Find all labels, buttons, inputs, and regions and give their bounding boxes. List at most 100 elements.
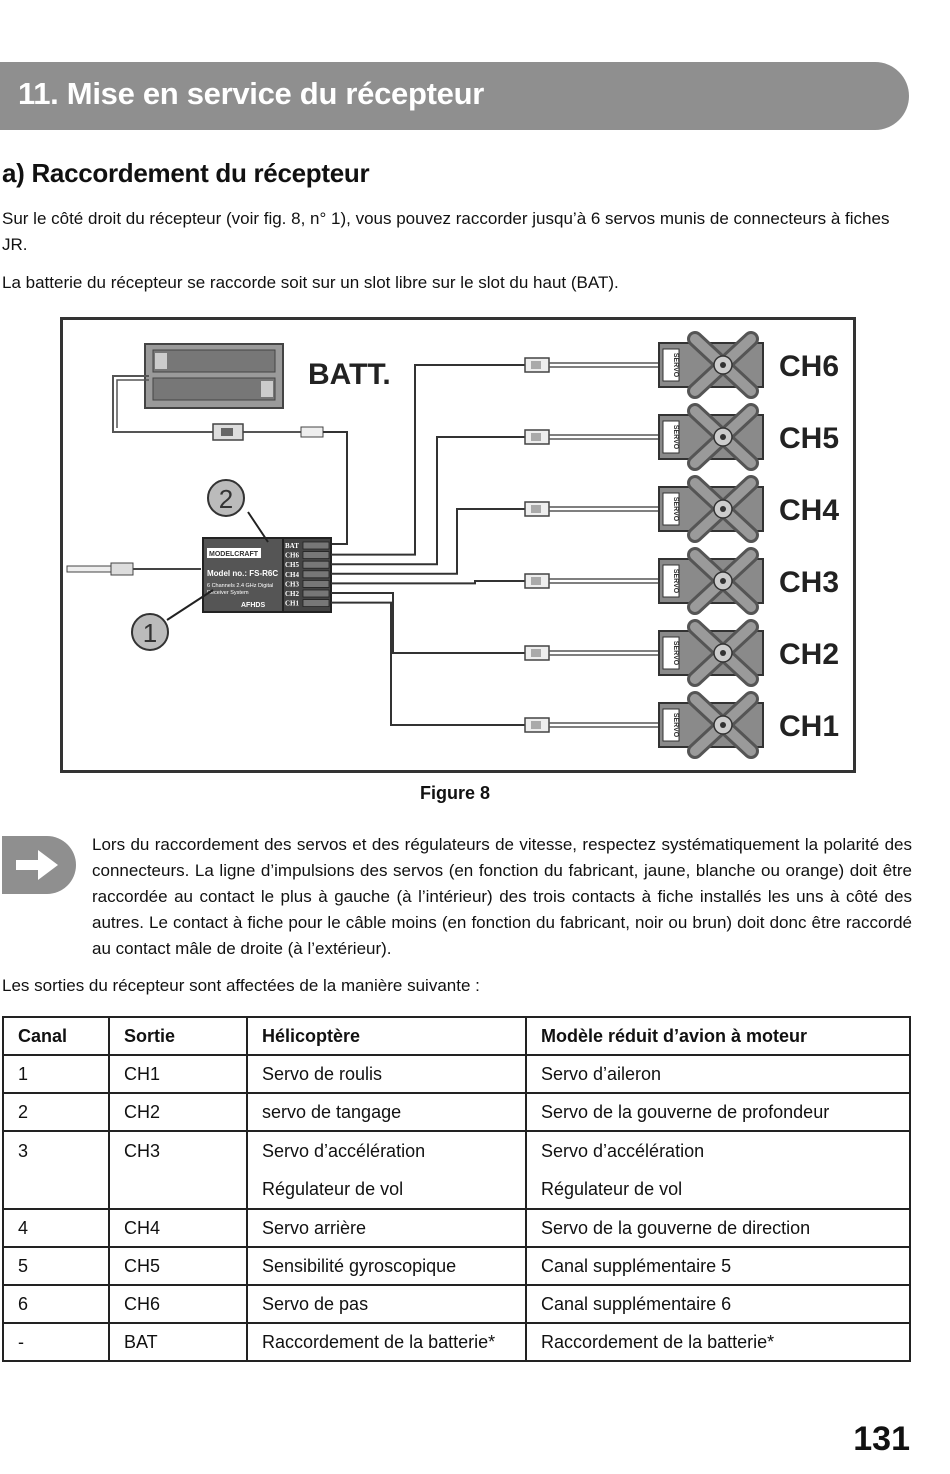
receiver-port-slot [302,560,330,569]
table-cell: Sensibilité gyroscopique [246,1246,527,1286]
table-row: 4 CH4 Servo arrière Servo de la gouverne… [2,1208,911,1248]
polarity-note: Lors du raccordement des servos et des r… [92,835,912,958]
callout-1-number: 1 [143,618,157,648]
jr-connector-pins [531,505,541,513]
table-cell-text: Servo d’accélération [262,1141,426,1161]
receiver-afhds: AFHDS [241,602,265,609]
receiver-line-2: Receiver System [207,590,249,596]
servo-wire [331,592,525,654]
table-cell: 5 [2,1246,110,1286]
receiver-port-slot [302,579,330,588]
header-canal: Canal [2,1016,110,1056]
table-cell: BAT [108,1322,248,1362]
table-cell: 2 [2,1092,110,1132]
receiver-port-slot [302,599,330,608]
table-cell: 6 [2,1284,110,1324]
figure-caption: Figure 8 [419,783,490,803]
servo-ch2: SERVO CH2 [658,619,839,687]
servo-label: SERVO [672,425,679,450]
chapter-title: 11. Mise en service du récepteur [18,76,484,111]
receiver-port-label: CH6 [285,552,300,560]
wiring-diagram: BATT. MODELCRAFT Model no.: FS-R6C 6 Cha… [66,331,839,759]
servo-label: SERVO [672,641,679,666]
servo-wire [331,364,525,556]
servo-hub-screw [720,722,726,728]
receiver-port-label: CH2 [285,590,300,598]
receiver-port-slot [302,589,330,598]
receiver-port-label: CH1 [285,600,300,608]
table-row: 6 CH6 Servo de pas Canal supplémentaire … [2,1284,911,1324]
channel-label-ch3: CH3 [779,566,839,599]
header-helicoptere: Hélicoptère [246,1016,527,1056]
channel-label-ch4: CH4 [779,494,839,527]
servo-wire [331,508,525,575]
table-header-row: Canal Sortie Hélicoptère Modèle réduit d… [2,1016,911,1056]
table-cell: CH5 [108,1246,248,1286]
callout-1 [131,613,169,651]
servo-ch5: SERVO CH5 [658,403,839,471]
page-number: 131 [853,1420,910,1458]
table-cell: Canal supplémentaire 5 [525,1246,911,1286]
note-arrow-box [2,836,76,894]
receiver-port-slot [302,541,330,550]
figure-8: BATT. MODELCRAFT Model no.: FS-R6C 6 Cha… [60,317,856,773]
table-cell: Servo de roulis [246,1054,527,1094]
header-avion: Modèle réduit d’avion à moteur [525,1016,911,1056]
servo-hub-screw [720,578,726,584]
jr-connector-pins [531,649,541,657]
servo-label-plate [662,420,680,454]
receiver-port-label: CH3 [285,580,300,588]
section-banner: 11. Mise en service du récepteur [0,62,909,130]
servo-label: SERVO [672,569,679,594]
table-cell: - [2,1322,110,1362]
receiver-model: Model no.: FS-R6C [207,569,278,578]
callout-2 [207,479,245,517]
receiver-port-label: BAT [285,542,299,550]
servo-wire [331,580,525,585]
table-cell: Servo d’aileron [525,1054,911,1094]
channel-label-ch5: CH5 [779,422,839,455]
jr-connector-pins [531,433,541,441]
table-cell: Raccordement de la batterie* [246,1322,527,1362]
servo-hub-screw [720,650,726,656]
table-cell: Servo de la gouverne de direction [525,1208,911,1248]
servo-wire [331,436,525,566]
channel-label-ch1: CH1 [779,710,839,743]
servo-hub-screw [720,362,726,368]
receiver-line-1: 6 Channels 2.4 GHz Digital [207,583,273,589]
batt-label: BATT. [308,358,391,391]
table-cell: Raccordement de la batterie* [525,1322,911,1362]
table-cell: CH1 [108,1054,248,1094]
section-title: a) Raccordement du récepteur [2,158,370,188]
receiver-port-label: CH5 [285,561,300,569]
receiver-port-label: CH4 [285,571,300,579]
arrow-right-icon [16,850,58,880]
channel-assignment-table: Canal Sortie Hélicoptère Modèle réduit d… [2,1016,911,1362]
table-cell: CH4 [108,1208,248,1248]
channel-label-ch6: CH6 [779,350,839,383]
servo-wire [331,601,525,726]
table-cell: CH2 [108,1092,248,1132]
table-cell: CH3 [108,1130,248,1210]
servo-hub-screw [720,434,726,440]
table-cell-text: CH3 [124,1141,161,1161]
table-cell-text: Régulateur de vol [541,1179,683,1199]
servo-label: SERVO [672,713,679,738]
jr-connector-pins [531,577,541,585]
table-cell: 3 [2,1130,110,1210]
servo-label: SERVO [672,353,679,378]
jr-connector-pins [531,721,541,729]
channel-label-ch2: CH2 [779,638,839,671]
receiver-port-slot [302,570,330,579]
servo-ch1: SERVO CH1 [658,691,839,759]
intro-paragraph: Sur le côté droit du récepteur (voir fig… [2,209,890,254]
callout-2-number: 2 [219,484,233,514]
table-row: 5 CH5 Sensibilité gyroscopique Canal sup… [2,1246,911,1286]
table-cell: 4 [2,1208,110,1248]
servo-label-plate [662,492,680,526]
table-cell-text: 3 [18,1141,29,1161]
